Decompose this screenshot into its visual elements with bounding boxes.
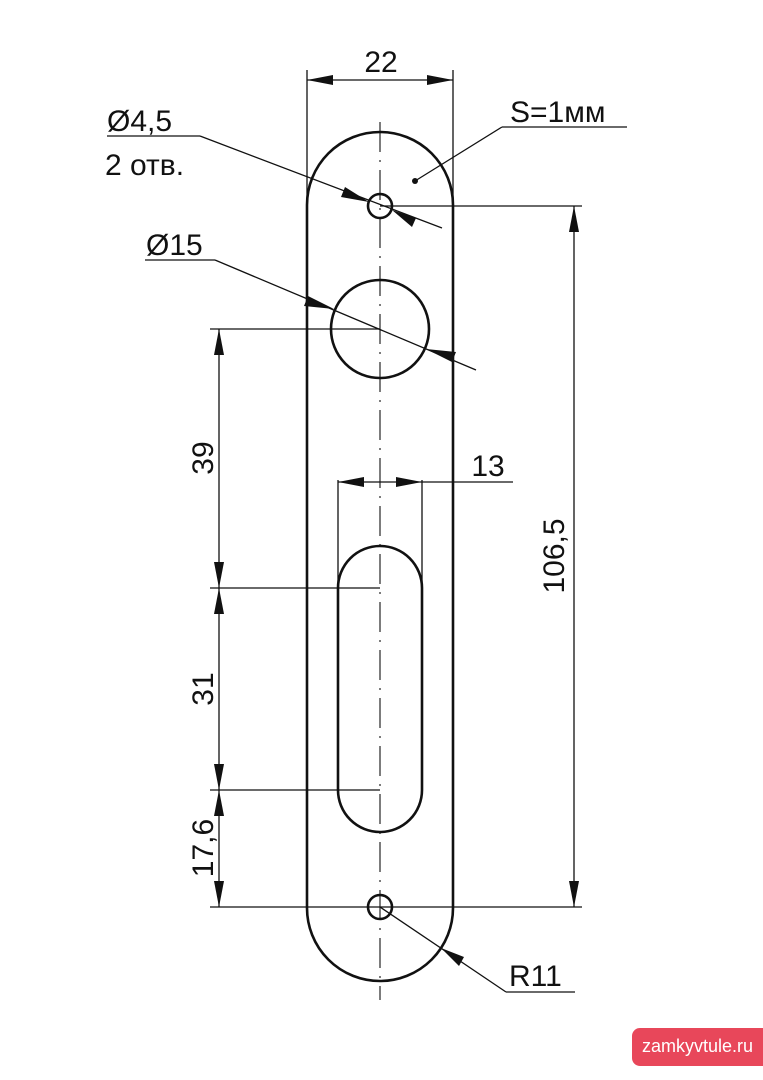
- dim-hole-small-label: Ø4,5: [107, 105, 172, 138]
- dim-slot-width: [337, 477, 513, 590]
- dim-slot-width-label: 13: [471, 450, 504, 483]
- dim-106-5-label: 106,5: [538, 518, 571, 593]
- dim-hole-small: [107, 135, 443, 229]
- dim-hole-large: [145, 259, 477, 371]
- plate-outline: [305, 130, 455, 983]
- watermark-badge: zamkyvtule.ru: [631, 1028, 763, 1066]
- dim-hole-small-count: 2 отв.: [105, 149, 184, 182]
- dim-thickness-label: S=1мм: [510, 96, 605, 129]
- dim-radius-label: R11: [509, 960, 562, 993]
- dim-width: [306, 70, 454, 200]
- dim-thickness: [414, 126, 627, 182]
- dim-width-label: 22: [364, 46, 397, 79]
- dim-left-chain: [210, 328, 380, 908]
- dim-39-label: 39: [187, 441, 220, 474]
- dim-hole-large-label: Ø15: [146, 229, 203, 262]
- dim-31-label: 31: [187, 672, 220, 705]
- dim-radius: [379, 906, 575, 993]
- latch-slot: [336, 544, 424, 834]
- dim-hole-spacing: [380, 205, 582, 908]
- dim-17-6-label: 17,6: [187, 819, 220, 877]
